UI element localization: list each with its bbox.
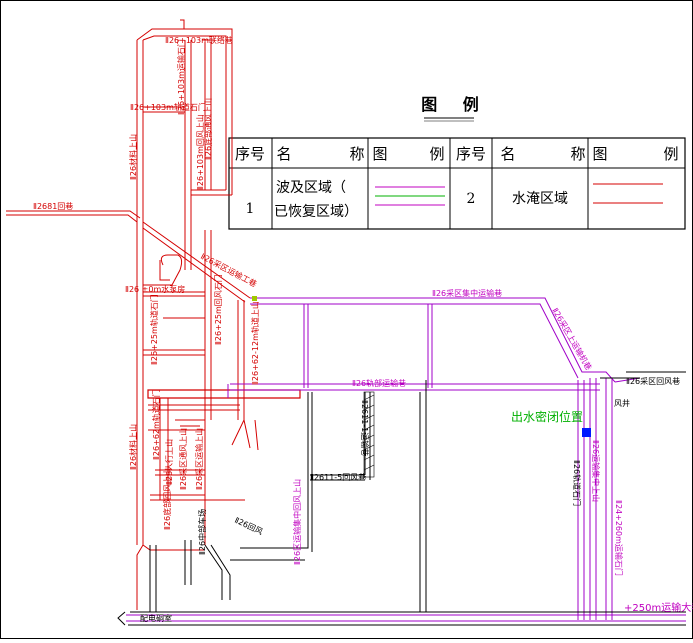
label-water-gate: 出水密闭位置 [511, 409, 583, 424]
label-rail-25: Ⅱ26+25m轨道石门 [149, 294, 159, 365]
water-gate-marker [582, 428, 591, 437]
legend-row1-name-line1: 波及区域（ [276, 180, 346, 196]
label-right-return: Ⅱ26采区回风巷 [626, 376, 680, 386]
existing-tunnels [117, 371, 686, 626]
label-right-vert2: Ⅱ26运输集中上山 [591, 440, 601, 502]
label-left-personal: Ⅱ26人行上山 [164, 439, 174, 485]
label-bottom-main: +250m运输大巷 [624, 601, 693, 614]
hatched-wall [363, 391, 375, 478]
label-return-left: Ⅱ2681回巷 [33, 202, 73, 211]
label-right-vert3: Ⅱ24+260m运输石门 [614, 500, 624, 576]
label-mid-conv: Ⅱ26轨部运输巷 [352, 378, 406, 388]
legend-row2-name: 水淹区域 [512, 191, 568, 207]
label-vert-a: Ⅱ26+103m运输石门 [176, 39, 186, 115]
label-diag-conv: Ⅱ26采区上运输机巷 [550, 306, 594, 372]
label-mid-vert: Ⅱ2611-1运输巷 [360, 400, 370, 456]
label-top-conv: Ⅱ26采区集中运输巷 [432, 288, 502, 298]
label-left-mat2: Ⅱ26材料上山 [128, 424, 138, 470]
legend-table [228, 137, 686, 230]
legend-header-name1b: 称 [349, 145, 364, 163]
legend-header-sym1b: 例 [429, 145, 444, 163]
label-left-rail2: Ⅱ26+62m轨道石门 [151, 389, 161, 460]
label-left-bottom: Ⅱ26底部回风上山 [162, 468, 172, 530]
label-left-main: Ⅱ26采区运输上山 [194, 428, 204, 490]
label-vert-b: Ⅱ26+103m回风上山 [195, 114, 205, 190]
legend-header-num2: 序号 [456, 145, 486, 163]
label-vert-d: Ⅱ26材料上山 [128, 134, 138, 180]
label-left-mid: Ⅱ26采区通风上山 [178, 428, 188, 490]
legend-row2-num: 2 [467, 191, 476, 207]
label-bottom-left: 配电硐室 [140, 613, 172, 623]
legend-header-name2b: 称 [570, 145, 585, 163]
label-right-vert1: Ⅱ26轨道石门 [572, 460, 582, 506]
flooded-tunnels [6, 19, 301, 610]
legend-header-name1a: 名 [276, 145, 291, 163]
label-air-25: Ⅱ26+25m回风石门 [213, 274, 223, 345]
legend-row1-name-line2: 已恢复区域） [274, 203, 358, 220]
legend-header-sym1a: 图 [372, 145, 387, 163]
label-neg-track: Ⅱ26+62-12m轨道上山 [250, 301, 260, 385]
legend-header-num1: 序号 [235, 145, 265, 163]
legend-header-sym2a: 图 [592, 145, 607, 163]
label-small-diag: Ⅱ26回风 [233, 516, 264, 537]
legend-row1-num: 1 [246, 201, 255, 217]
tunnel-labels: Ⅱ26+103m联络巷 Ⅱ26+103m轨道石门 Ⅱ26+103m运输石门 Ⅱ2… [33, 35, 693, 623]
label-air-shaft: 风井 [614, 398, 630, 408]
label-vert-c: Ⅱ26底部通风上山 [203, 98, 213, 160]
label-diag-bottom: Ⅱ26区运输集中回风上山 [292, 479, 302, 565]
legend-header-name2a: 名 [500, 145, 515, 163]
legend: 图 例 序号 名 称 图 例 序号 名 称 图 例 1 波及区域（ 已恢复区域）… [228, 95, 686, 230]
label-pump-room: Ⅱ26 ±0m水泵房 [125, 284, 185, 294]
legend-header-sym2b: 例 [663, 145, 678, 163]
legend-title: 图 例 [421, 95, 489, 114]
label-left-station: Ⅱ26中部车场 [197, 509, 207, 555]
label-top-up-a: Ⅱ26+103m联络巷 [165, 35, 233, 45]
junction-marker [252, 296, 257, 301]
label-top-up-b: Ⅱ26+103m轨道石门 [130, 102, 206, 112]
affected-tunnels [126, 297, 686, 622]
label-bottom-return: Ⅱ2611-5回风巷 [310, 473, 366, 482]
